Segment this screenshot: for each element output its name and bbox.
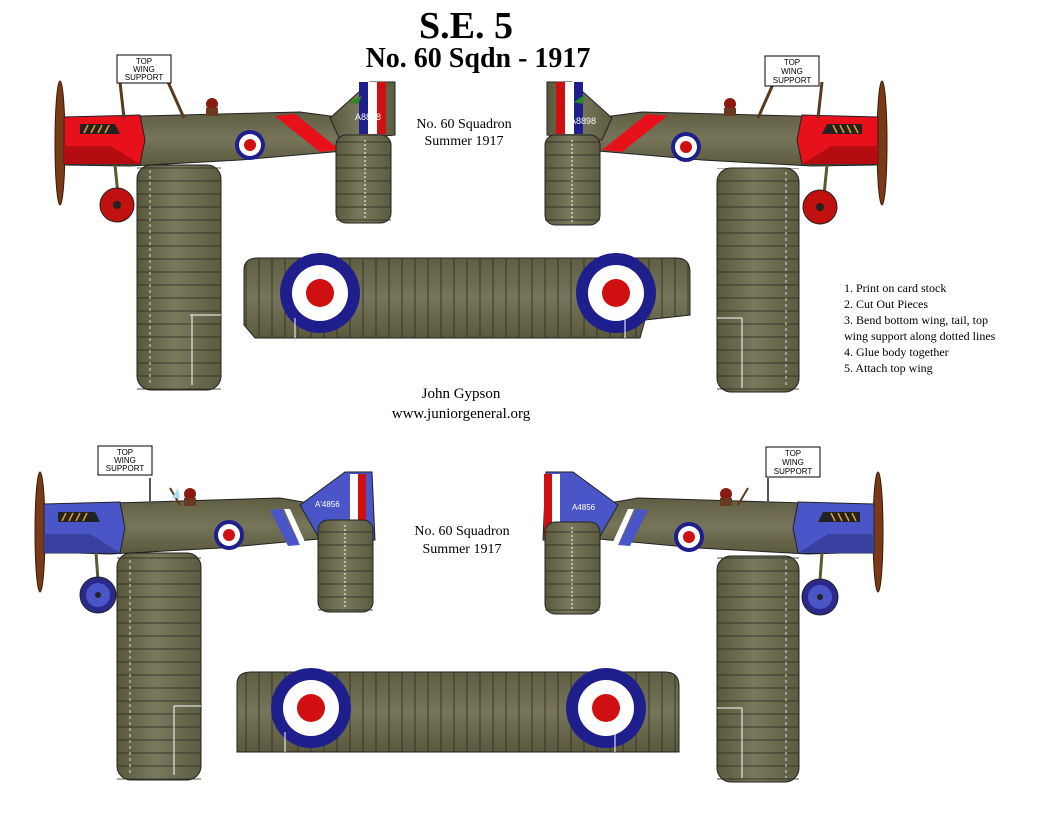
fuselage-red-left [54,80,356,223]
top-wing-support-tab: TOP WING SUPPORT [764,55,820,87]
sheet-subtitle: No. 60 Sqdn - 1917 [366,43,591,74]
squadron-label: No. 60 Squadron [416,117,511,132]
tail-fin-red-left: A8898 [329,81,396,141]
instruction-item: 3. Bend bottom wing, tail, top [844,313,988,327]
serial-number: A8898 [570,116,596,126]
svg-text:WING: WING [781,67,803,76]
svg-text:TOP: TOP [136,57,152,66]
instruction-item: 5. Attach top wing [844,361,933,375]
svg-text:SUPPORT: SUPPORT [773,76,812,85]
sheet-title: S.E. 5 [419,5,513,47]
top-wing-blue [236,668,680,753]
svg-text:TOP: TOP [785,449,801,458]
instruction-item: 2. Cut Out Pieces [844,297,928,311]
lower-wing-right [716,555,800,783]
top-wing-support-tab: TOP WING SUPPORT [97,445,153,476]
tail-fin-red-right: A8898 [546,81,613,141]
fuselage-red-right [586,80,888,225]
svg-text:TOP: TOP [784,58,800,67]
svg-text:SUPPORT: SUPPORT [106,464,145,473]
instructions-list: 1. Print on card stock 2. Cut Out Pieces… [844,281,996,375]
svg-text:WING: WING [133,65,155,74]
serial-number: A'4856 [315,500,340,509]
lower-wing-right [716,167,800,393]
serial-number: A4856 [572,503,596,512]
squadron-label: No. 60 Squadron [414,524,509,539]
author-credit: John Gypson [422,386,501,402]
svg-text:WING: WING [782,458,804,467]
instruction-item: wing support along dotted lines [844,329,996,343]
top-wing-red [243,253,691,339]
instruction-item: 1. Print on card stock [844,281,946,295]
lower-wing-left [116,552,202,781]
serial-number: A8898 [355,112,381,122]
website-credit[interactable]: www.juniorgeneral.org [392,406,531,422]
season-label: Summer 1917 [425,134,504,149]
svg-text:SUPPORT: SUPPORT [774,467,813,476]
svg-text:WING: WING [114,456,136,465]
top-wing-support-tab: TOP WING SUPPORT [765,446,821,478]
svg-text:SUPPORT: SUPPORT [125,73,164,82]
lower-wing-left [136,164,222,391]
svg-text:TOP: TOP [117,448,133,457]
fuselage-blue-left [34,471,331,614]
fuselage-blue-right [587,471,884,616]
instruction-item: 4. Glue body together [844,345,949,359]
season-label: Summer 1917 [423,542,502,557]
top-wing-support-tab: TOP WING SUPPORT [116,54,172,84]
